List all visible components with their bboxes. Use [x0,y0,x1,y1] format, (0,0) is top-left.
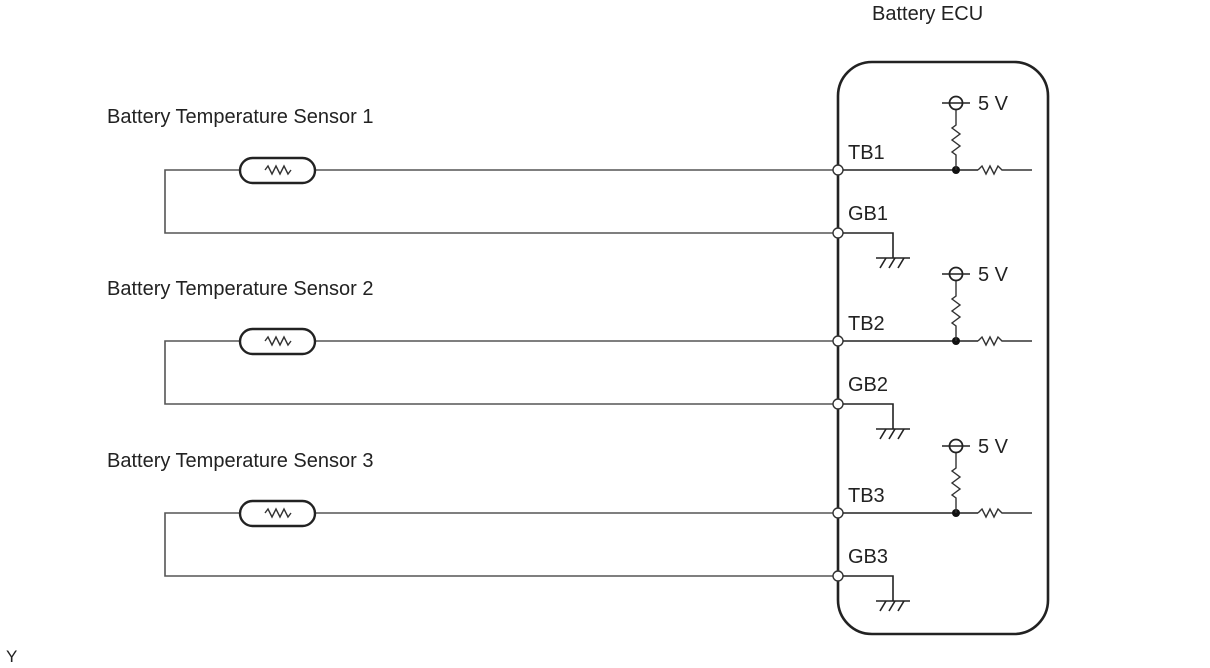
pin-label-tb3: TB3 [848,485,885,507]
battery-ecu-box [836,60,1050,636]
pin-label-gb2: GB2 [848,374,888,396]
pin-gb2 [832,398,844,410]
sensor-label-3: Battery Temperature Sensor 3 [107,450,373,472]
pullup-resistor-icon [950,279,962,341]
series-resistor-icon [977,335,1032,347]
thermistor-icon [238,327,317,356]
pin-label-tb1: TB1 [848,142,885,164]
thermistor-icon [238,499,317,528]
pin-tb3 [832,507,844,519]
ground-icon [843,403,910,440]
pin-label-gb3: GB3 [848,546,888,568]
pullup-resistor-icon [950,108,962,170]
ecu-title: Battery ECU [872,3,983,25]
ground-icon [843,232,910,269]
pullup-resistor-icon [950,451,962,513]
thermistor-icon [238,156,317,185]
sensor-circuit-2: Battery Temperature Sensor 2 TB2 GB2 5 V [107,264,1032,440]
signal-wire-1 [164,169,838,234]
pin-tb2 [832,335,844,347]
supply-label-2: 5 V [978,264,1009,286]
pin-label-tb2: TB2 [848,313,885,335]
corner-mark: Y [6,647,17,666]
sensor-circuit-1: Battery Temperature Sensor 1 TB1 GB1 5 V [107,93,1032,269]
ground-icon [843,575,910,612]
signal-wire-2 [164,340,838,405]
sensor-label-2: Battery Temperature Sensor 2 [107,278,373,300]
pin-label-gb1: GB1 [848,203,888,225]
supply-label-1: 5 V [978,93,1009,115]
sensor-circuit-3: Battery Temperature Sensor 3 TB3 GB3 5 V [107,436,1032,612]
pin-tb1 [832,164,844,176]
sensor-label-1: Battery Temperature Sensor 1 [107,106,373,128]
voltage-supply-icon [942,266,970,282]
supply-label-3: 5 V [978,436,1009,458]
pin-gb1 [832,227,844,239]
series-resistor-icon [977,164,1032,176]
signal-wire-3 [164,512,838,577]
voltage-supply-icon [942,95,970,111]
series-resistor-icon [977,507,1032,519]
voltage-supply-icon [942,438,970,454]
pin-gb3 [832,570,844,582]
